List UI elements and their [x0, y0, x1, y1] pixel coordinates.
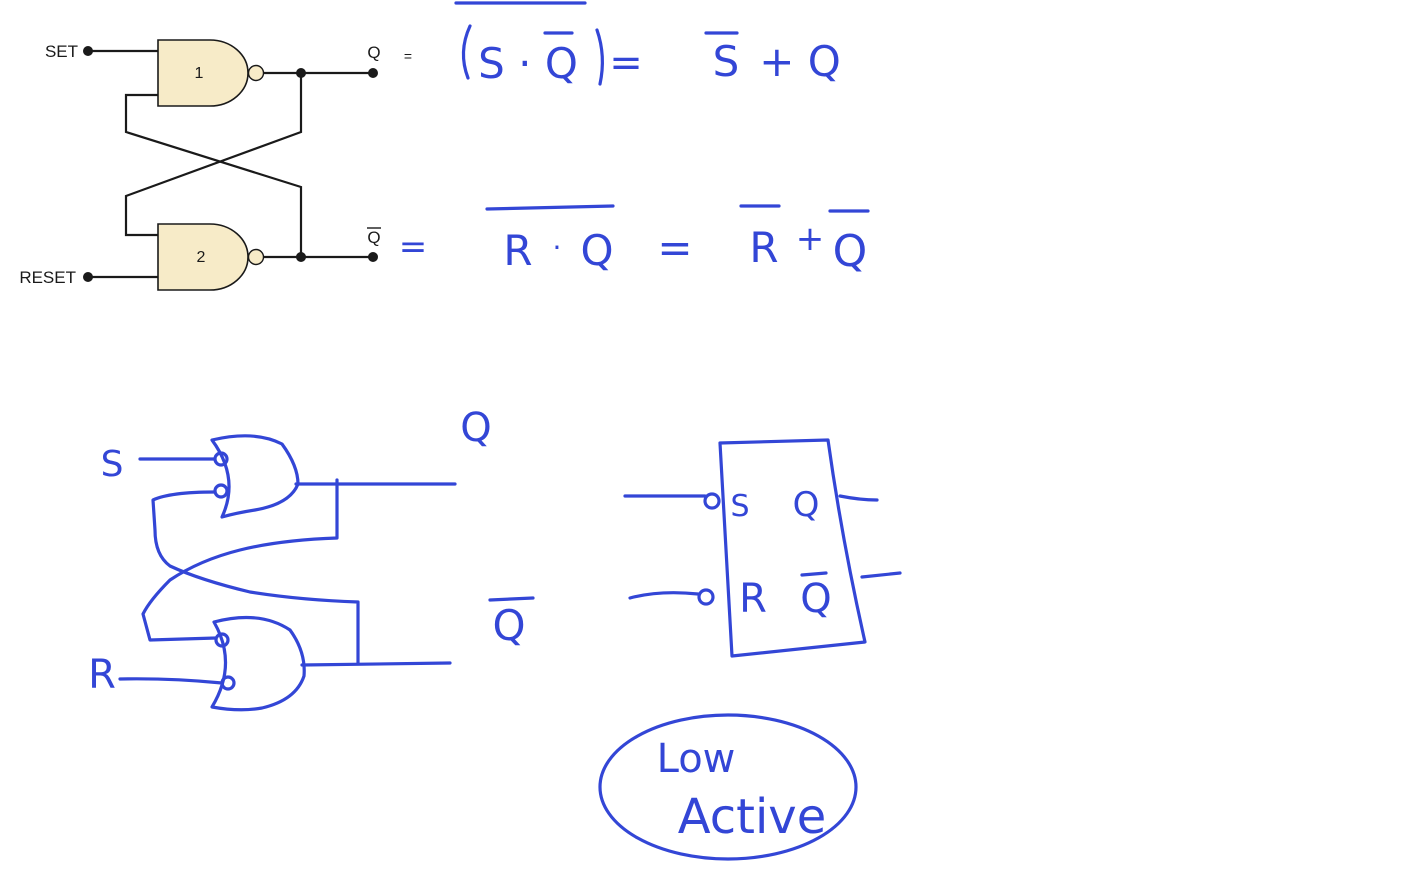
- sketch-or-gate-lower: [210, 615, 306, 712]
- q-terminal: [368, 68, 378, 78]
- nand-gate-1: [157, 39, 249, 107]
- eq2-equals: =: [657, 223, 692, 272]
- eq1-rhs-plus-q: + Q: [759, 37, 841, 86]
- note-circle: [598, 713, 858, 861]
- cross-wire-qbar-to-gate1: [124, 73, 303, 237]
- latch-block-outline: [718, 438, 867, 658]
- eq1-lhs: S · Q: [478, 39, 578, 88]
- sketch-lower-bubble-1: [214, 632, 230, 648]
- eq2-lhs-dot: ·: [553, 231, 562, 264]
- cross-wire-q-to-gate2: [124, 93, 303, 257]
- sr-latch-block: S R Q Q: [623, 438, 902, 658]
- equation-reset-output: = R · Q = R + Q: [399, 204, 870, 277]
- set-label: SET: [45, 42, 78, 61]
- typed-nand-latch: 1 2 SET RESET Q Q =: [19, 39, 412, 291]
- sketch-or-gate-upper: [210, 434, 300, 519]
- latch-r-input-bubble: [697, 588, 715, 606]
- eq2-negation-bar: [485, 204, 615, 211]
- eq2-rhs-r: R: [749, 223, 778, 272]
- reset-label: RESET: [19, 268, 76, 287]
- qbar-terminal: [368, 252, 378, 262]
- sketch-r-wire: [118, 677, 224, 685]
- eq2-lhs-r: R: [503, 226, 532, 275]
- gate-1-inversion-bubble: [247, 64, 265, 82]
- eq2-rhs-plus: +: [796, 219, 825, 259]
- nand-gate-2: [157, 223, 249, 291]
- sketch-r-label: R: [88, 652, 116, 698]
- sketch-upper-bubble-2: [213, 483, 229, 499]
- eq1-left-paren: [461, 24, 472, 80]
- latch-qbar-output-wire: [860, 571, 902, 579]
- low-active-note: Low Active: [598, 713, 858, 861]
- eq1-equals: =: [609, 40, 643, 86]
- gate-1-number: 1: [195, 65, 204, 82]
- latch-r-pin-label: R: [739, 576, 767, 622]
- q-junction: [296, 68, 306, 78]
- set-terminal: [83, 46, 93, 56]
- latch-q-pin-label: Q: [793, 485, 820, 525]
- note-line-1: Low: [657, 736, 736, 782]
- q-label: Q: [367, 43, 380, 62]
- sketch-qbar-output-wire: [300, 661, 452, 667]
- latch-qbar-pin-label: Q: [800, 576, 831, 622]
- gate-2-inversion-bubble: [247, 248, 265, 266]
- sketched-or-latch: S R Q Q: [88, 405, 535, 712]
- latch-q-output-wire: [838, 494, 879, 502]
- sketch-q-feedback-wire: [141, 478, 339, 642]
- latch-s-input-bubble: [703, 492, 721, 510]
- note-line-2: Active: [678, 789, 826, 845]
- sketch-q-label: Q: [460, 405, 491, 451]
- gate-2-number: 2: [197, 249, 206, 266]
- equation-set-output: S · Q = S + Q: [454, 1, 841, 88]
- sketch-s-label: S: [101, 444, 124, 485]
- qbar-junction: [296, 252, 306, 262]
- reset-terminal: [83, 272, 93, 282]
- sketch-qbar-overbar: [488, 596, 535, 602]
- eq1-rhs-s: S: [713, 37, 740, 86]
- latch-s-pin-label: S: [730, 489, 749, 524]
- latch-r-input-wire: [628, 591, 700, 600]
- eq2-leading-equals: =: [399, 227, 428, 267]
- eq2-rhs-q: Q: [833, 226, 868, 277]
- eq1-right-paren: [595, 28, 604, 86]
- sketch-qbar-feedback-wire: [151, 490, 360, 665]
- q-equals-sign: =: [404, 48, 412, 64]
- qbar-label: Q: [367, 228, 380, 247]
- latch-qbar-pin-overbar: [800, 571, 828, 577]
- eq2-lhs-q: Q: [580, 226, 613, 275]
- sketch-qbar-label: Q: [492, 601, 525, 650]
